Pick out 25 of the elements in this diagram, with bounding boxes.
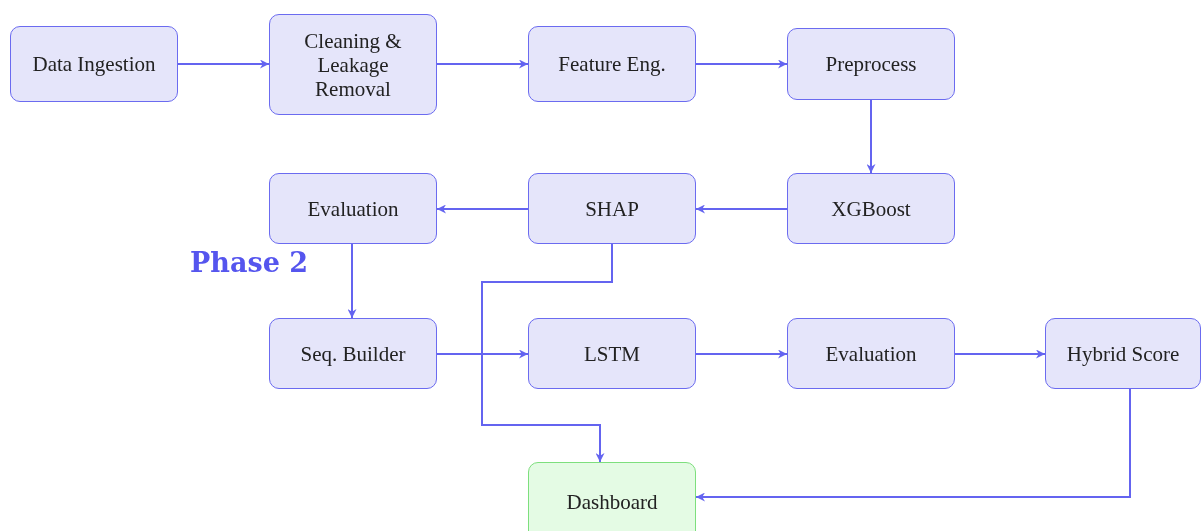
process-box: Seq. Builder: [269, 318, 437, 389]
process-box: LSTM: [528, 318, 696, 389]
process-box: XGBoost: [787, 173, 955, 244]
arrow: [436, 204, 529, 214]
arrow: [481, 243, 613, 463]
arrow: [695, 349, 788, 359]
process-box: Dashboard: [528, 462, 696, 531]
arrow: [695, 388, 1131, 502]
arrow: [954, 349, 1046, 359]
arrow: [866, 99, 876, 174]
arrow: [436, 59, 529, 69]
arrow: [436, 349, 529, 359]
process-box: Data Ingestion: [10, 26, 178, 102]
arrow: [347, 243, 357, 319]
phase-label: Phase 2: [190, 247, 308, 278]
arrow: [695, 204, 788, 214]
process-box: Hybrid Score: [1045, 318, 1201, 389]
process-box: SHAP: [528, 173, 696, 244]
process-box: Evaluation: [269, 173, 437, 244]
process-box: Feature Eng.: [528, 26, 696, 102]
process-box: Evaluation: [787, 318, 955, 389]
process-box: Preprocess: [787, 28, 955, 100]
process-box: Cleaning & Leakage Removal: [269, 14, 437, 115]
arrow: [177, 59, 270, 69]
arrow: [695, 59, 788, 69]
